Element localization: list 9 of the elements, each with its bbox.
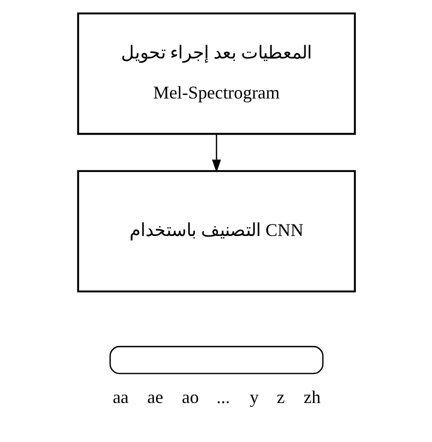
label: aa	[112, 387, 128, 408]
label: ...	[216, 387, 230, 408]
label: y	[249, 387, 258, 408]
label: ao	[181, 387, 198, 408]
label: z	[276, 387, 284, 408]
label: ae	[146, 387, 163, 408]
arrow	[212, 134, 220, 172]
label: zh	[303, 387, 320, 408]
node-box: التصنيف باستخدام CNN	[76, 170, 356, 292]
